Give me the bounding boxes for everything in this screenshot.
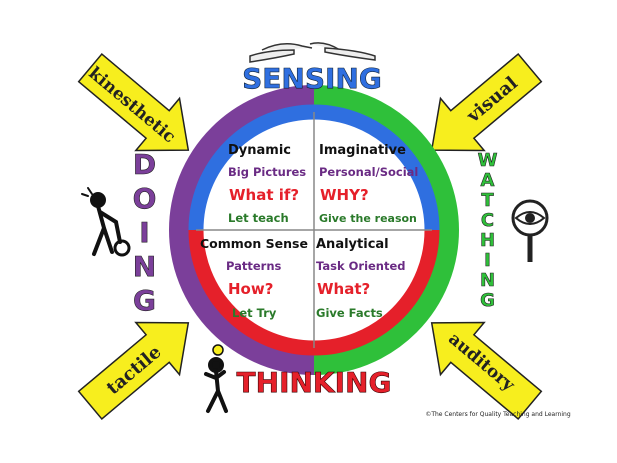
arrow-label-kinesthetic: kinesthetic <box>85 63 180 147</box>
quadrant-analytical: Analytical Task Oriented What? Give Fact… <box>316 237 406 320</box>
quadrant-question: What? <box>317 280 370 298</box>
arrow-visual <box>430 53 543 152</box>
quadrant-heading: Common Sense <box>200 236 308 251</box>
thinking-person-icon <box>204 344 228 413</box>
quadrant-question: WHY? <box>320 186 369 204</box>
quadrant-heading: Analytical <box>316 237 389 252</box>
outer-ring-right-green <box>313 85 459 375</box>
quadrant-approach: Let teach <box>228 211 289 225</box>
quadrant-common-sense: Common Sense Patterns How? Let Try <box>200 236 308 320</box>
quadrant-trait: Patterns <box>226 259 282 273</box>
quadrant-trait: Big Pictures <box>228 165 306 179</box>
person-with-tool-icon <box>81 187 131 257</box>
quadrant-trait: Task Oriented <box>316 259 406 273</box>
quadrant-approach: Let Try <box>232 306 277 320</box>
quadrant-dynamic: Dynamic Big Pictures What if? Let teach <box>228 143 306 225</box>
copyright: ©The Centers for Quality Teaching and Le… <box>425 411 571 418</box>
quadrant-question: How? <box>228 280 273 298</box>
quadrant-trait: Personal/Social <box>319 165 418 179</box>
quadrant-approach: Give the reason <box>319 212 417 225</box>
title-sensing: SENSING <box>242 62 382 95</box>
quadrant-approach: Give Facts <box>316 306 383 320</box>
quadrant-heading: Dynamic <box>228 143 291 158</box>
quadrant-imaginative: Imaginative Personal/Social WHY? Give th… <box>319 143 418 225</box>
outer-ring-left-purple <box>169 85 315 375</box>
quadrant-question: What if? <box>229 186 299 204</box>
title-watching: WATCHING <box>477 150 499 311</box>
arrow-tactile: tactile <box>77 321 190 420</box>
quadrant-heading: Imaginative <box>319 143 406 158</box>
title-doing: DOING <box>128 148 162 319</box>
eye-magnifier-icon <box>511 199 549 262</box>
title-thinking: THINKING <box>237 366 392 399</box>
hands-icon <box>249 42 376 63</box>
arrow-auditory <box>430 321 543 420</box>
